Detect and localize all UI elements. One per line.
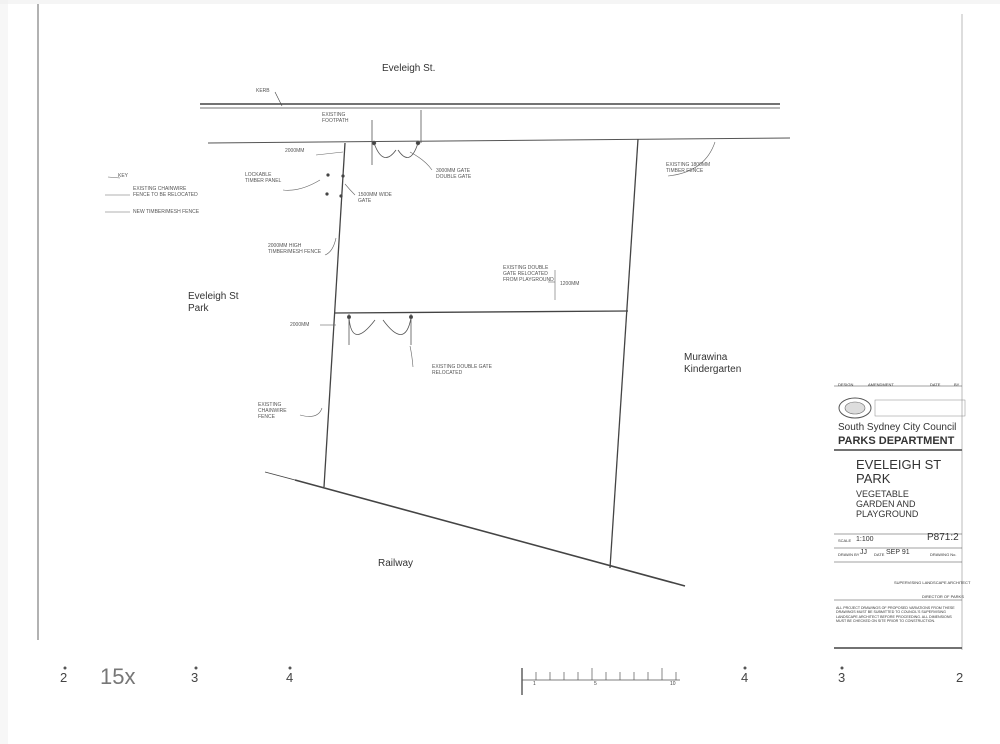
strip-number-6: 3 bbox=[838, 670, 846, 685]
strip-number-3: 3 bbox=[191, 670, 199, 685]
kerb-label: KERB bbox=[256, 88, 270, 94]
park-name-line2: Park bbox=[188, 303, 209, 314]
street-label: Eveleigh St. bbox=[382, 63, 436, 74]
tb-drawn-label: DRAWN BY bbox=[838, 552, 860, 557]
tb-project-line2: PARK bbox=[856, 471, 891, 486]
tb-desc-line2: GARDEN AND bbox=[856, 499, 916, 509]
railway-label: Railway bbox=[378, 558, 414, 569]
tb-council: South Sydney City Council bbox=[838, 422, 957, 433]
key-item-existing-fence: EXISTING CHAINWIRE FENCE TO BE RELOCATED bbox=[133, 186, 198, 198]
strip-ruler-5: 5 bbox=[594, 681, 597, 687]
tb-project-line1: EVELEIGH ST bbox=[856, 457, 942, 472]
strip-number-7: 2 bbox=[956, 670, 964, 685]
top-double-gate bbox=[371, 110, 422, 165]
lockable-panel-label: LOCKABLE TIMBER PANEL bbox=[245, 172, 282, 184]
tb-date-value: SEP 91 bbox=[886, 549, 910, 556]
tb-head-by: BY bbox=[954, 382, 960, 387]
tb-supervising: SUPERVISING LANDSCAPE ARCHITECT bbox=[894, 580, 971, 585]
middle-double-gate bbox=[346, 314, 413, 345]
gate-2000-label-top: 2000MM bbox=[285, 148, 305, 154]
tb-head-amendment: AMENDMENT bbox=[868, 382, 894, 387]
note-1200-label: 1200MM bbox=[560, 281, 580, 287]
title-block: DESIGN AMENDMENT DATE BY South Sydney Ci… bbox=[834, 382, 970, 652]
mesh-fence-label: 2000MM HIGH TIMBER/MESH FENCE bbox=[268, 243, 322, 255]
double-gate-label: 3000MM GATE DOUBLE GATE bbox=[436, 168, 472, 180]
neighbour-line2: Kindergarten bbox=[684, 364, 742, 375]
park-name-line1: Eveleigh St bbox=[188, 291, 239, 302]
tb-scale-value: 1:100 bbox=[856, 536, 874, 543]
top-left-posts bbox=[325, 173, 345, 198]
tb-head-design: DESIGN bbox=[838, 382, 854, 387]
tb-drawn-value: JJ bbox=[860, 549, 867, 556]
tb-department: PARKS DEPARTMENT bbox=[838, 435, 955, 447]
strip-number-2: 15x bbox=[100, 664, 136, 689]
tb-director: DIRECTOR OF PARKS bbox=[922, 594, 964, 599]
existing-double-gate-label: EXISTING DOUBLE GATE RELOCATED bbox=[432, 364, 492, 376]
existing-building-note: EXISTING DOUBLE GATE RELOCATED FROM PLAY… bbox=[503, 265, 554, 283]
strip-number-5: 4 bbox=[741, 670, 749, 685]
property-boundary-top bbox=[207, 137, 791, 144]
tb-head-date: DATE bbox=[930, 382, 941, 387]
tb-date-label: DATE bbox=[874, 552, 885, 557]
street-kerb-lines bbox=[200, 91, 780, 109]
scale-ruler bbox=[521, 668, 680, 695]
council-crest bbox=[838, 397, 966, 419]
strip-number-1: 2 bbox=[60, 670, 68, 685]
existing-footpath-label: EXISTING FOOTPATH bbox=[322, 112, 349, 124]
strip-ruler-10: 10 bbox=[670, 681, 676, 687]
single-gate-label: 1500MM WIDE GATE bbox=[358, 192, 392, 204]
strip-dots bbox=[63, 666, 844, 670]
strip-ruler-1: 1 bbox=[533, 681, 536, 687]
tb-scale-label: SCALE bbox=[838, 538, 852, 543]
neighbour-line1: Murawina bbox=[684, 352, 728, 363]
gate-2000-label-mid: 2000MM bbox=[290, 322, 310, 328]
tb-drawing-number: P871:2 bbox=[927, 532, 959, 543]
strip-number-4: 4 bbox=[286, 670, 294, 685]
title-block-frame bbox=[834, 385, 962, 649]
tb-drawing-no-label: DRAWING No. bbox=[930, 552, 957, 557]
key-title: KEY bbox=[118, 173, 129, 179]
tb-desc-line1: VEGETABLE bbox=[856, 489, 909, 499]
tb-disclaimer: ALL PROJECT DRAWINGS OF PROPOSED VARIATI… bbox=[836, 606, 955, 624]
existing-fence-left-label: EXISTING CHAINWIRE FENCE bbox=[258, 402, 287, 420]
leader-lines bbox=[105, 141, 716, 417]
existing-fence-right-label: EXISTING 1800MM TIMBER FENCE bbox=[666, 162, 711, 174]
key-item-new-fence: NEW TIMBER/MESH FENCE bbox=[133, 209, 200, 215]
tb-desc-line3: PLAYGROUND bbox=[856, 509, 919, 519]
fence-outline bbox=[264, 138, 686, 587]
